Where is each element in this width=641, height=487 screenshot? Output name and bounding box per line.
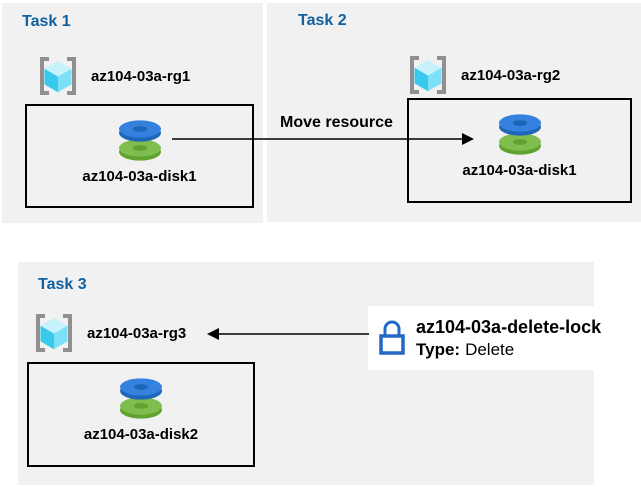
disk-icon: [115, 377, 167, 419]
task1-panel: Task 1 az104-03a-rg1: [2, 3, 263, 223]
task1-disk-label: az104-03a-disk1: [82, 168, 197, 185]
task2-resource-group: az104-03a-rg2: [406, 54, 560, 96]
resource-group-icon: [406, 54, 450, 96]
task3-disk-label: az104-03a-disk2: [83, 426, 199, 443]
task2-disk-label: az104-03a-disk1: [462, 162, 577, 179]
disk-icon: [494, 113, 546, 155]
task3-disk-box: az104-03a-disk2: [27, 362, 255, 467]
delete-lock-callout: az104-03a-delete-lock Type:Delete: [368, 306, 641, 370]
lock-icon: [377, 318, 407, 358]
task2-title: Task 2: [298, 12, 347, 29]
task2-disk-box: az104-03a-disk1: [407, 98, 632, 203]
lock-text: az104-03a-delete-lock Type:Delete: [416, 316, 601, 360]
move-resource-label: Move resource: [280, 114, 393, 131]
lock-type-label: Type:: [416, 339, 461, 359]
task1-disk-box: az104-03a-disk1: [25, 104, 254, 208]
lock-to-rg-arrow: [207, 328, 369, 340]
move-resource-arrow: [172, 133, 474, 145]
task3-panel: Task 3 az104-03a-rg3: [18, 262, 594, 485]
task2-resource-group-label: az104-03a-rg2: [461, 66, 561, 84]
task1-title: Task 1: [22, 13, 71, 30]
task2-panel: Task 2 az104-03a-rg2: [267, 3, 641, 222]
lock-type-value: Delete: [465, 339, 515, 359]
resource-group-icon: [32, 312, 76, 354]
lock-type-line: Type:Delete: [416, 339, 601, 360]
resource-group-icon: [36, 55, 80, 97]
task1-resource-group: az104-03a-rg1: [36, 55, 190, 97]
task3-title: Task 3: [38, 276, 87, 293]
task3-resource-group: az104-03a-rg3: [32, 312, 186, 354]
lock-name-label: az104-03a-delete-lock: [416, 317, 602, 338]
disk-icon: [114, 119, 166, 161]
task3-resource-group-label: az104-03a-rg3: [87, 324, 187, 342]
task1-resource-group-label: az104-03a-rg1: [91, 67, 191, 85]
